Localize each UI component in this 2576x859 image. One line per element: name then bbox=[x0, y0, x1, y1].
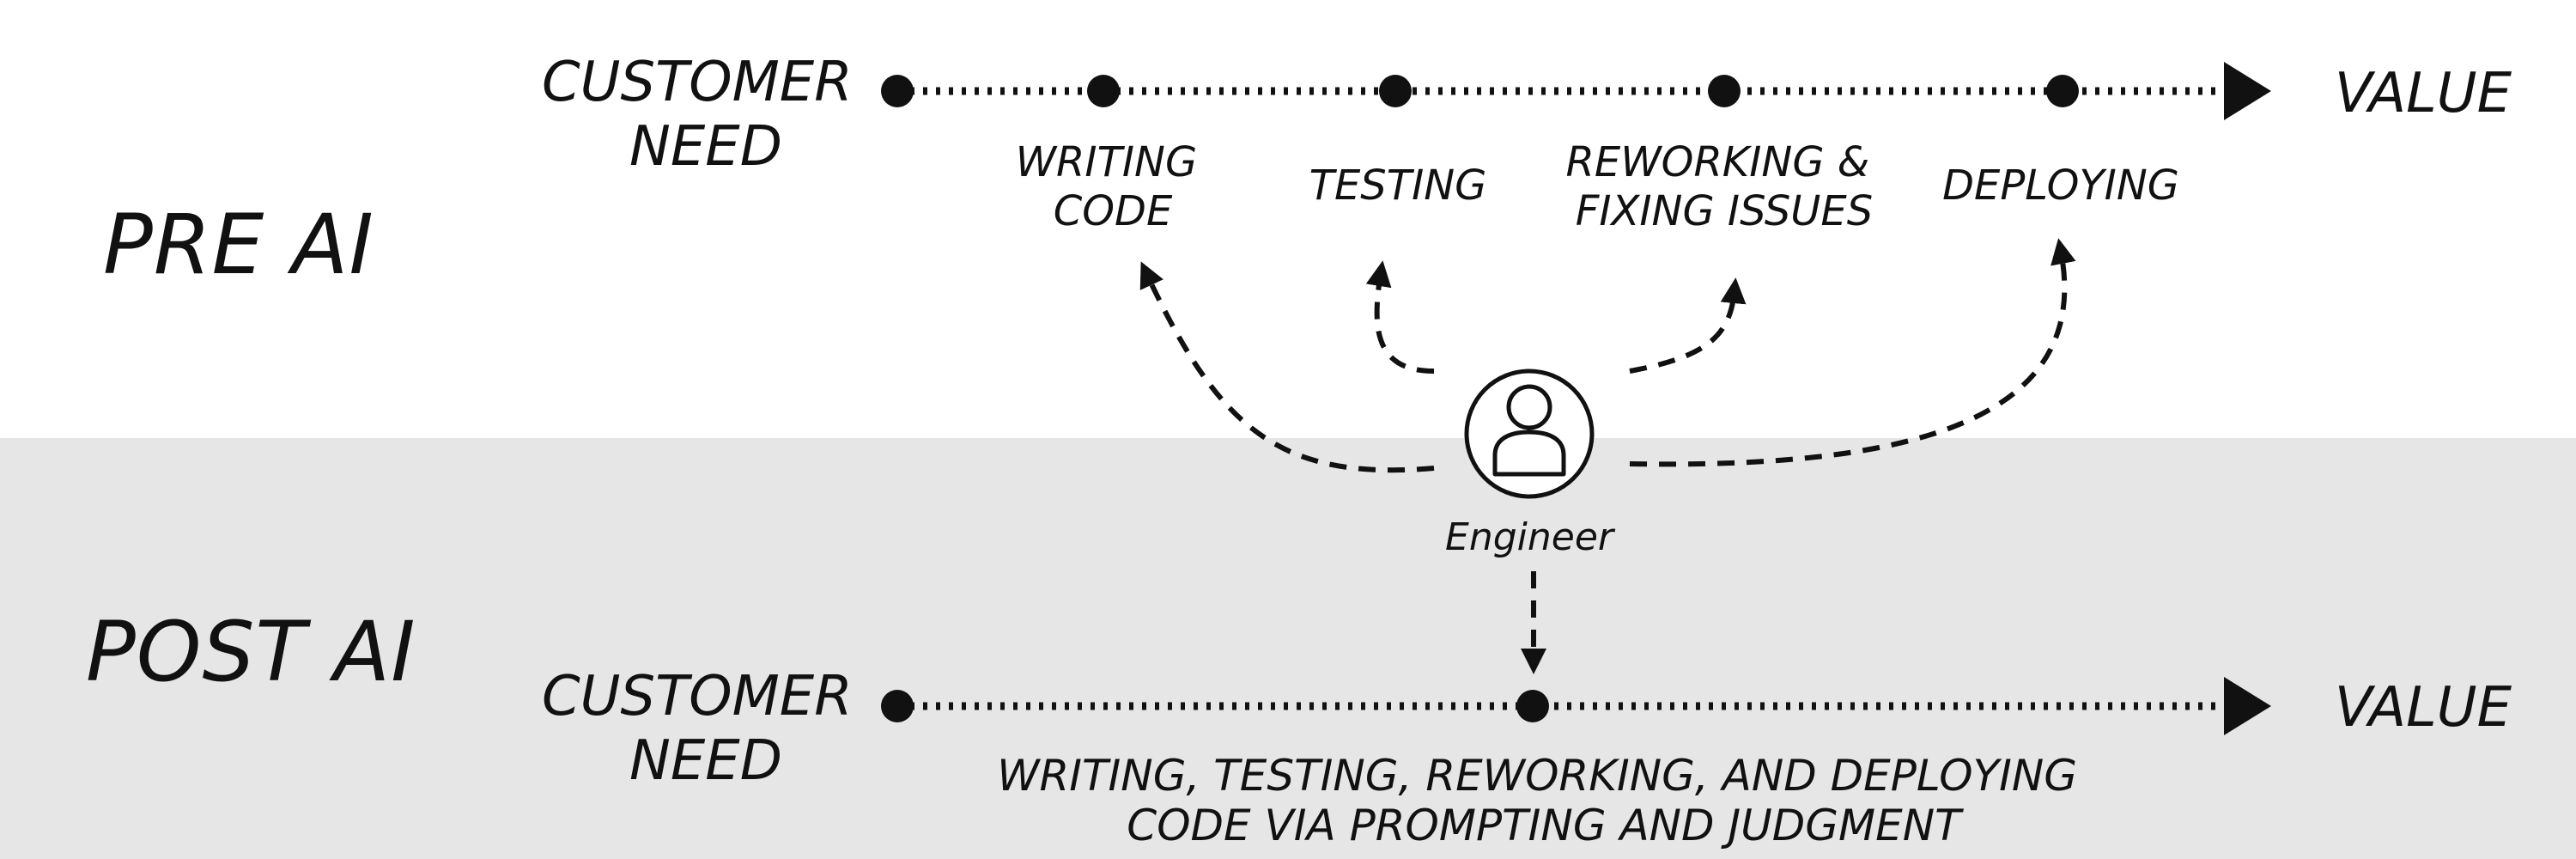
post-ai-start-line-2: NEED bbox=[629, 729, 782, 793]
arrow-engineer-to-writing-code bbox=[1139, 261, 1435, 473]
pre-ai-end-label: VALUE bbox=[2335, 62, 2512, 125]
post-ai-node-engineer bbox=[1516, 690, 1549, 722]
stage-reworking-line-2: FIXING ISSUES bbox=[1576, 187, 1873, 235]
stage-label-deploying: DEPLOYING bbox=[1942, 161, 2179, 210]
engineer-label: Engineer bbox=[1445, 515, 1616, 559]
post-ai-section-label: POST AI bbox=[86, 604, 416, 700]
post-ai-background bbox=[0, 438, 2576, 859]
stage-testing-line-1: TESTING bbox=[1309, 161, 1487, 210]
post-ai-start-line-1: CUSTOMER bbox=[542, 665, 853, 728]
pre-ai-flow-arrowhead bbox=[2224, 62, 2271, 120]
pre-ai-node-reworking bbox=[1708, 75, 1741, 107]
stage-label-reworking: REWORKING & FIXING ISSUES bbox=[1566, 138, 1883, 235]
post-ai-end-label: VALUE bbox=[2335, 676, 2512, 740]
post-ai-caption-line-2: CODE VIA PROMPTING AND JUDGMENT bbox=[1127, 801, 1964, 850]
pre-ai-node-testing bbox=[1379, 75, 1412, 107]
post-ai-caption-line-1: WRITING, TESTING, REWORKING, AND DEPLOYI… bbox=[997, 751, 2077, 801]
post-ai-start-label: CUSTOMER NEED bbox=[542, 665, 870, 793]
pre-ai-node-deploying bbox=[2046, 75, 2079, 107]
engineer-avatar bbox=[1464, 369, 1595, 499]
stage-label-testing: TESTING bbox=[1309, 161, 1487, 210]
arrow-engineer-to-deploying bbox=[1629, 238, 2076, 467]
pre-ai-background bbox=[0, 0, 2576, 438]
stage-writing-code-line-1: WRITING bbox=[1016, 138, 1198, 186]
arrow-engineer-to-reworking bbox=[1629, 277, 1747, 374]
post-ai-caption: WRITING, TESTING, REWORKING, AND DEPLOYI… bbox=[997, 751, 2091, 850]
pre-ai-node-start bbox=[881, 75, 914, 107]
stage-reworking-line-1: REWORKING & bbox=[1566, 138, 1870, 186]
pre-ai-section-label: PRE AI bbox=[103, 197, 374, 293]
arrow-engineer-to-testing bbox=[1365, 260, 1435, 374]
post-ai-flow-arrowhead bbox=[2224, 677, 2271, 735]
pre-ai-start-label: CUSTOMER NEED bbox=[542, 51, 870, 179]
pre-ai-start-line-2: NEED bbox=[629, 115, 782, 179]
post-ai-node-start bbox=[881, 690, 914, 722]
person-icon bbox=[1492, 384, 1566, 477]
stage-deploying-line-1: DEPLOYING bbox=[1942, 161, 2179, 210]
pre-ai-start-line-1: CUSTOMER bbox=[542, 51, 853, 114]
stage-writing-code-line-2: CODE bbox=[1054, 187, 1173, 235]
stage-label-writing-code: WRITING CODE bbox=[1016, 138, 1211, 235]
pre-ai-node-writing-code bbox=[1087, 75, 1120, 107]
